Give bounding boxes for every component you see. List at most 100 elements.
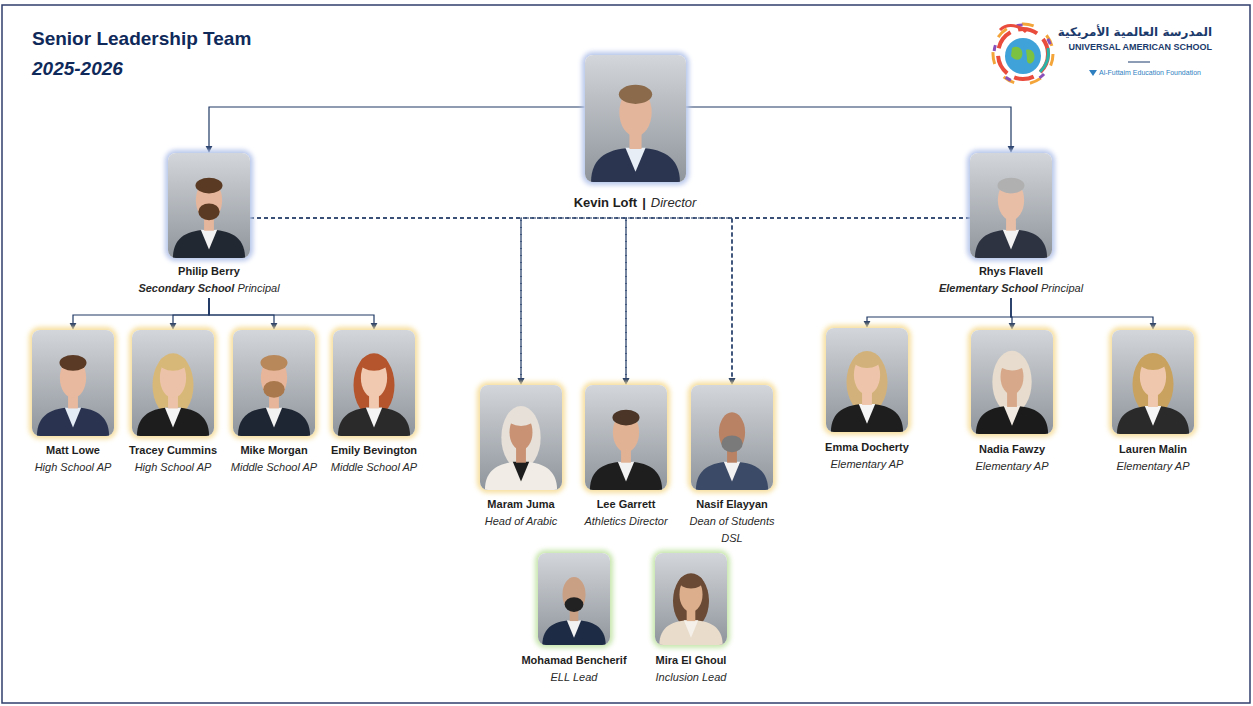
connector <box>173 298 209 329</box>
person-name: Emma Docherty <box>825 441 909 453</box>
person-name: Matt Lowe <box>46 444 100 456</box>
person-card: Rhys FlavellElementary SchoolPrincipal <box>926 153 1096 296</box>
logo-swirl <box>1000 26 1026 32</box>
person-card: Tracey CumminsHigh School AP <box>125 330 222 475</box>
shirt <box>724 462 740 482</box>
shirt <box>1003 230 1019 250</box>
person-name: Nasif Elayyan <box>696 498 768 510</box>
portrait-figure <box>585 385 667 490</box>
shirt <box>859 404 875 424</box>
person-card: Mira El GhoulInclusion Lead <box>641 553 741 685</box>
body <box>591 148 680 182</box>
connector <box>1011 298 1153 329</box>
hair <box>360 355 387 371</box>
role-title: Athletics Director <box>584 515 667 527</box>
body <box>338 407 410 436</box>
caption-line: High School AP <box>129 458 217 475</box>
chart-title: Senior Leadership Team <box>32 28 251 50</box>
foundation-name: Al-Futtaim Education Foundation <box>1099 69 1201 76</box>
person-photo <box>826 328 908 432</box>
portrait-figure <box>585 55 686 182</box>
person-card: Mohamad BencherifELL Lead <box>517 553 631 685</box>
photo-background <box>132 330 214 436</box>
caption: Tracey CumminsHigh School AP <box>129 441 217 475</box>
role-title: Principal <box>1041 282 1083 294</box>
caption-line: Elementary AP <box>976 457 1049 474</box>
photo-background <box>538 553 610 645</box>
role-title: Dean of Students <box>689 515 774 527</box>
body <box>590 462 662 490</box>
hair <box>618 85 651 104</box>
role-title: Elementary School <box>939 282 1038 294</box>
portrait-figure <box>538 553 610 645</box>
name-separator: | <box>642 195 646 210</box>
role-title: Secondary School <box>138 282 234 294</box>
portrait-figure <box>826 328 908 432</box>
connector <box>250 218 732 384</box>
caption: Philip BerrySecondary SchoolPrincipal <box>138 262 279 296</box>
caption: Lee GarrettAthletics Director <box>584 495 667 529</box>
logo-ring <box>998 29 1048 79</box>
person-card: Nasif ElayyanDean of StudentsDSL <box>682 385 782 546</box>
portrait-figure <box>691 385 773 490</box>
caption-line: Tracey Cummins <box>129 441 217 458</box>
role-title: Principal <box>237 282 279 294</box>
caption-line: Lauren Malin <box>1117 440 1190 457</box>
caption-line: Secondary SchoolPrincipal <box>138 279 279 296</box>
photo-background <box>32 330 114 436</box>
shirt <box>625 148 645 172</box>
caption-line: Inclusion Lead <box>656 668 727 685</box>
hair <box>847 351 888 413</box>
person-photo <box>970 153 1052 258</box>
person-photo <box>233 330 315 436</box>
person-card: Kevin Loft|Director <box>535 55 735 211</box>
person-name: Lauren Malin <box>1119 443 1187 455</box>
person-name: Mira El Ghoul <box>656 654 727 666</box>
portrait-figure <box>1112 330 1194 434</box>
person-name: Tracey Cummins <box>129 444 217 456</box>
hair <box>679 575 703 589</box>
beard <box>263 381 284 398</box>
hair <box>195 178 222 194</box>
shirt <box>366 407 382 427</box>
caption-line: Kevin Loft|Director <box>574 194 697 211</box>
hijab-top <box>998 354 1026 371</box>
person-name: Rhys Flavell <box>979 265 1043 277</box>
photo-background <box>585 385 667 490</box>
caption-line: Emma Docherty <box>825 438 909 455</box>
photo-background <box>233 330 315 436</box>
person-name: Maram Juma <box>487 498 554 510</box>
person-photo <box>585 55 686 182</box>
person-photo <box>1112 330 1194 434</box>
role-title: Elementary AP <box>831 458 904 470</box>
portrait-figure <box>333 330 415 436</box>
caption: Matt LoweHigh School AP <box>35 441 112 475</box>
hair <box>1139 354 1166 370</box>
caption-line: ELL Lead <box>521 668 626 685</box>
body <box>696 462 768 490</box>
school-name-arabic: المدرسة العالمية الأمريكية <box>1058 25 1212 39</box>
photo-background <box>480 385 562 490</box>
caption-line: Lee Garrett <box>584 495 667 512</box>
caption-line: DSL <box>689 529 774 546</box>
person-name: Philip Berry <box>178 265 240 277</box>
role-title: ELL Lead <box>551 671 598 683</box>
portrait-figure <box>480 385 562 490</box>
caption: Nasif ElayyanDean of StudentsDSL <box>689 495 774 546</box>
shirt <box>618 462 634 482</box>
beard <box>198 203 219 220</box>
role-title: High School AP <box>135 461 212 473</box>
person-card: Mike MorganMiddle School AP <box>226 330 322 475</box>
shirt <box>266 407 282 427</box>
person-photo <box>971 330 1053 434</box>
person-card: Nadia FawzyElementary AP <box>962 330 1062 474</box>
body <box>238 407 310 436</box>
person-photo <box>32 330 114 436</box>
connector <box>626 218 970 384</box>
connector <box>209 298 274 329</box>
shirt <box>684 620 698 637</box>
person-name: Mohamad Bencherif <box>521 654 626 666</box>
body <box>37 407 109 436</box>
person-photo <box>691 385 773 490</box>
caption-line: Elementary AP <box>1117 457 1190 474</box>
